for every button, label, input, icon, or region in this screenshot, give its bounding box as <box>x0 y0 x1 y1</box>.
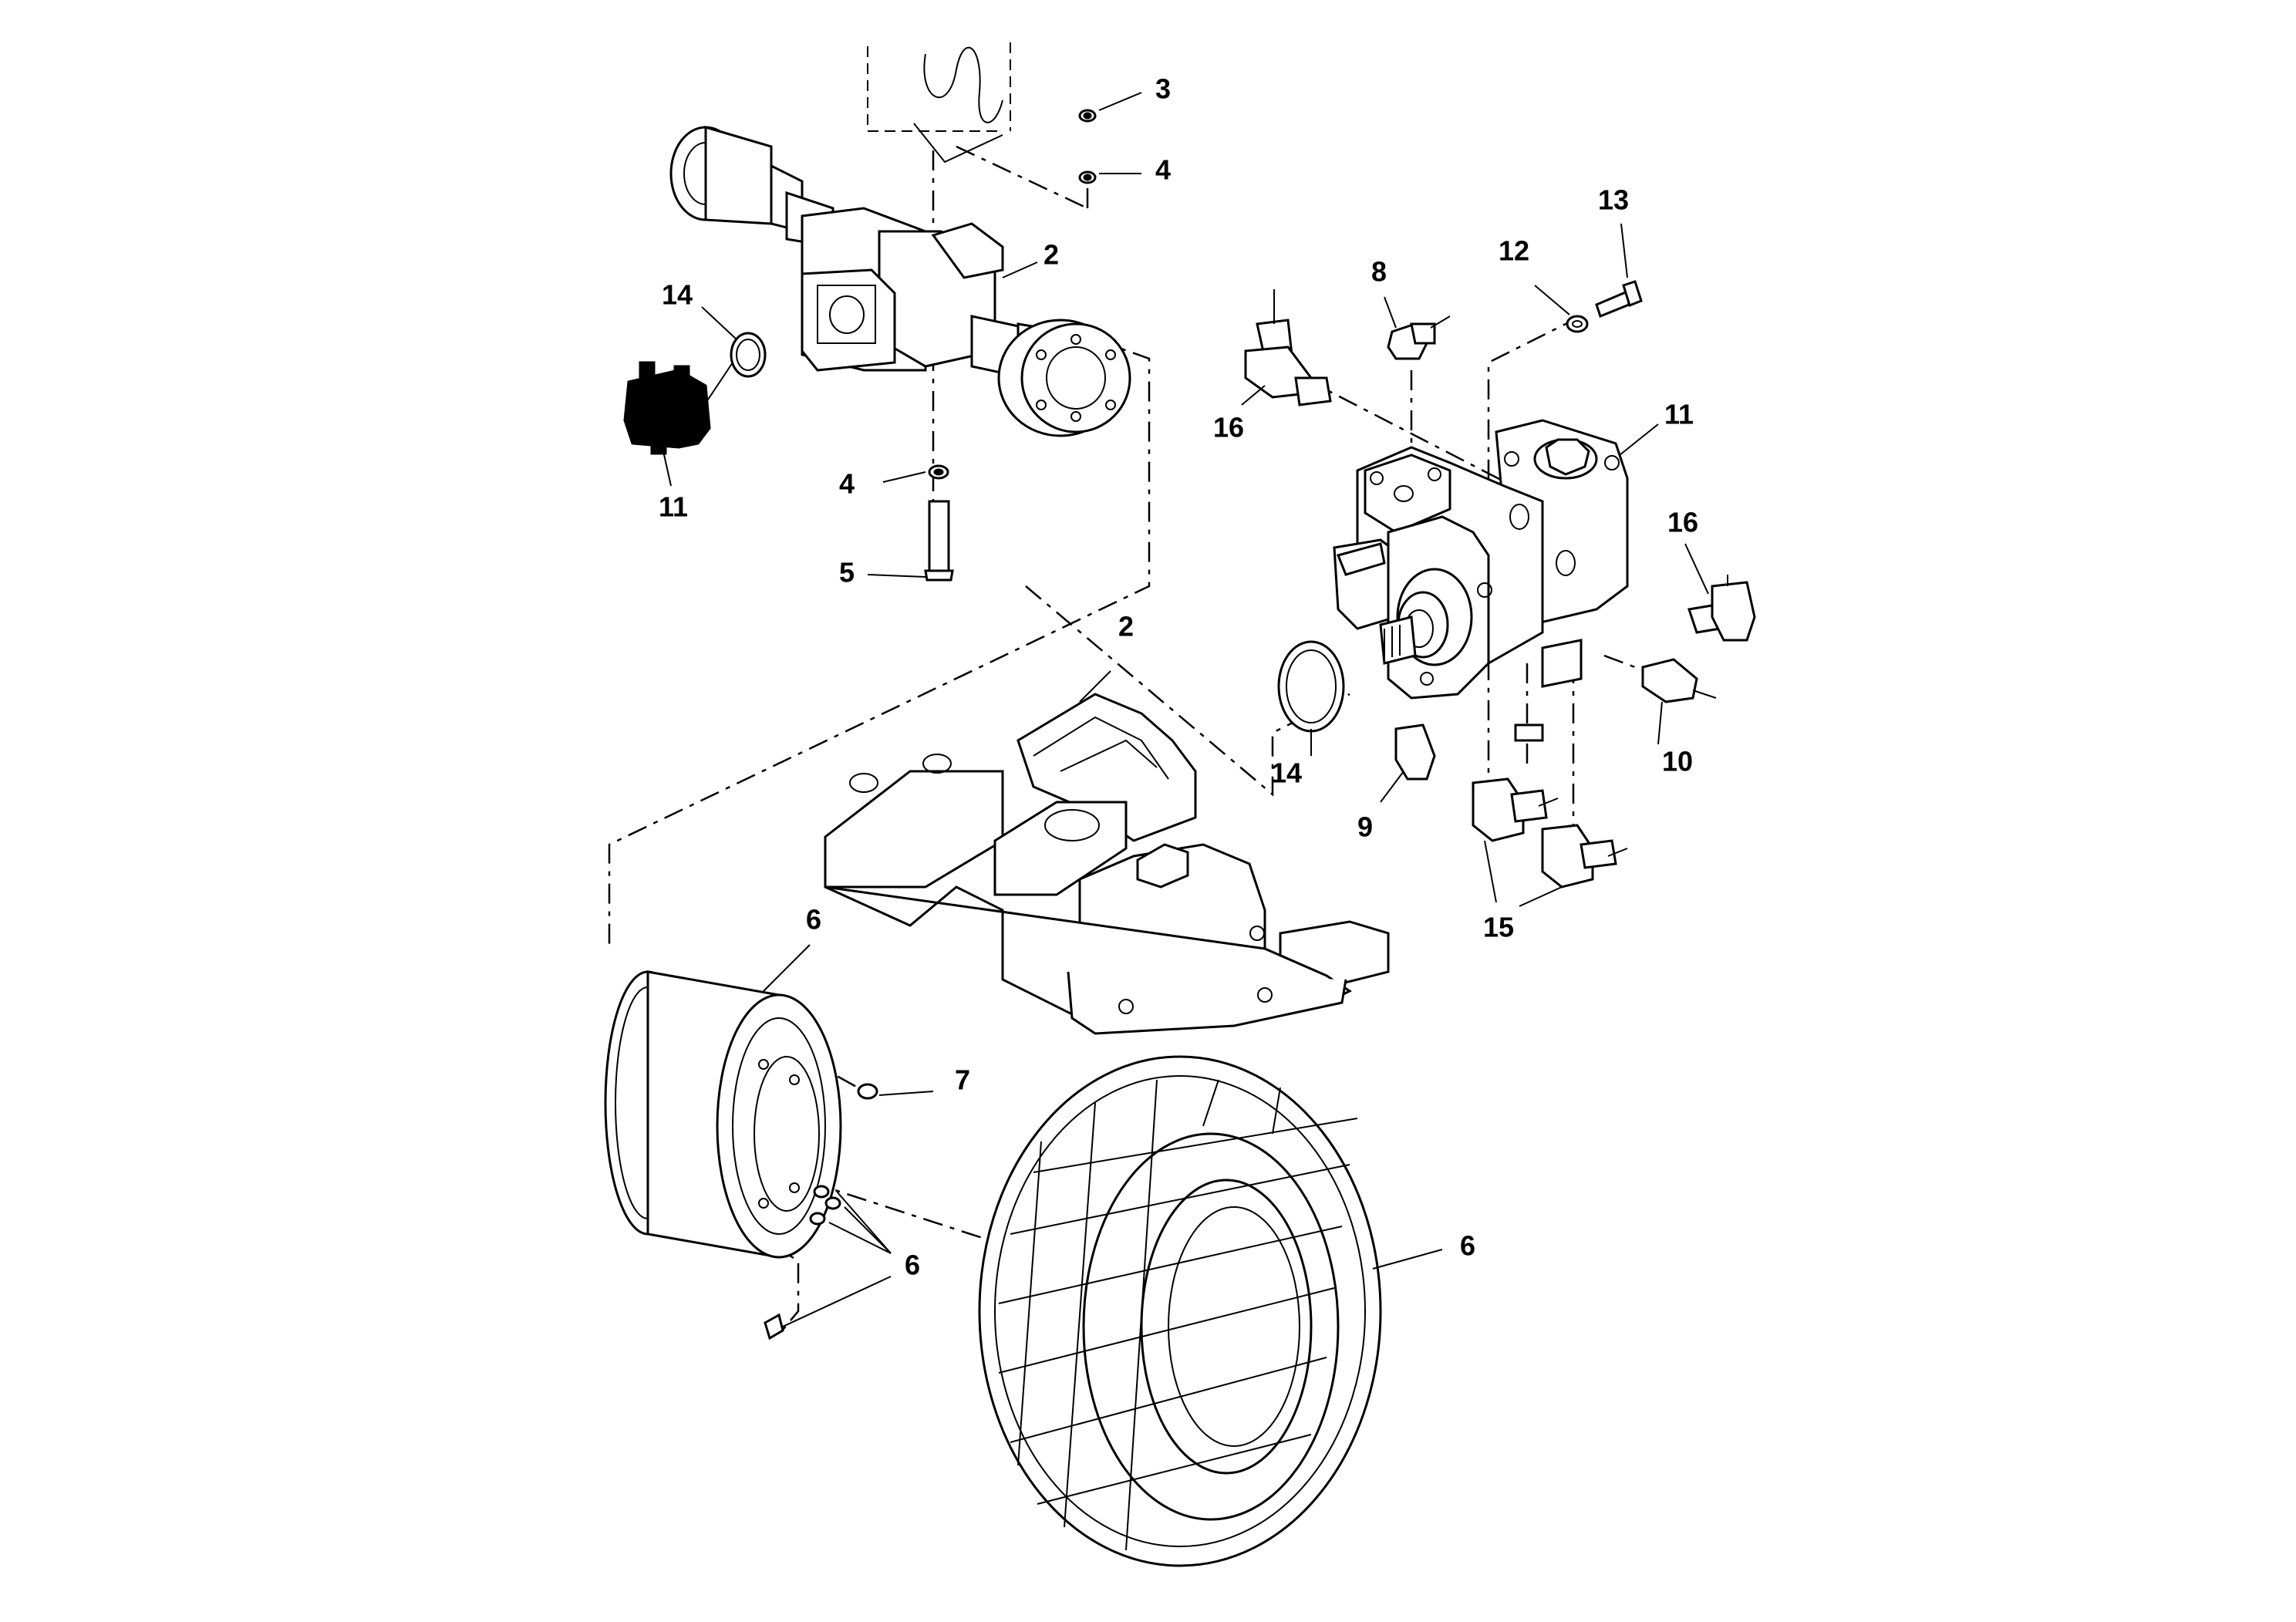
callout-6-rim: 6 <box>806 904 821 936</box>
callout-6-tire: 6 <box>1460 1230 1475 1262</box>
o-ring-14-pump <box>1277 640 1345 733</box>
fitting-10 <box>1641 658 1717 703</box>
callout-13: 13 <box>1598 184 1629 216</box>
elbow-fitting-8 <box>1387 315 1451 360</box>
drive-axle <box>669 42 1131 437</box>
callout-10: 10 <box>1662 746 1693 777</box>
callout-6-nuts: 6 <box>905 1249 920 1281</box>
callout-3: 3 <box>1155 73 1171 105</box>
callout-14-pump: 14 <box>1271 757 1302 789</box>
callout-7: 7 <box>955 1064 970 1096</box>
hydraulic-motor-icon <box>623 361 711 455</box>
callout-8: 8 <box>1371 256 1387 288</box>
elbow-fitting-15-right <box>1541 824 1628 889</box>
washer-4-lower <box>928 464 949 480</box>
callout-15: 15 <box>1483 912 1514 943</box>
callout-labels: 3 4 2 14 11 4 5 8 12 13 16 11 16 2 14 9 … <box>659 73 1698 1281</box>
turf-tire <box>978 1055 1382 1567</box>
bolt-5 <box>924 500 954 582</box>
callout-4-top: 4 <box>1155 154 1171 186</box>
callout-11-top: 11 <box>659 491 688 523</box>
callout-11-pump: 11 <box>1664 399 1694 430</box>
leader-lines <box>663 92 1709 1327</box>
callout-5: 5 <box>839 557 855 588</box>
callout-16-right: 16 <box>1667 507 1698 538</box>
callout-9: 9 <box>1357 811 1373 843</box>
chassis-frame <box>824 693 1390 1035</box>
valve-stem-6 <box>764 1313 784 1340</box>
washer-4-top <box>1078 170 1097 184</box>
callout-2-frame: 2 <box>1118 611 1134 642</box>
fitting-9 <box>1394 723 1436 781</box>
callout-12: 12 <box>1499 235 1529 267</box>
hydraulic-pump <box>1333 419 1629 742</box>
washer-12 <box>1566 315 1589 333</box>
callout-14-top: 14 <box>662 279 693 311</box>
lug-nuts-6 <box>809 1185 841 1226</box>
wheel-rim <box>604 970 842 1259</box>
elbow-fitting-15-left <box>1472 777 1559 842</box>
washer-nut-3 <box>1078 109 1097 123</box>
bolt-13 <box>1595 280 1643 318</box>
elbow-fitting-16-left <box>1244 289 1332 406</box>
callout-16-left: 16 <box>1213 412 1244 443</box>
elbow-fitting-16-right <box>1687 575 1756 642</box>
lug-nut-7 <box>857 1083 878 1100</box>
callout-2-top: 2 <box>1043 239 1059 271</box>
callout-4-lower: 4 <box>839 468 855 500</box>
